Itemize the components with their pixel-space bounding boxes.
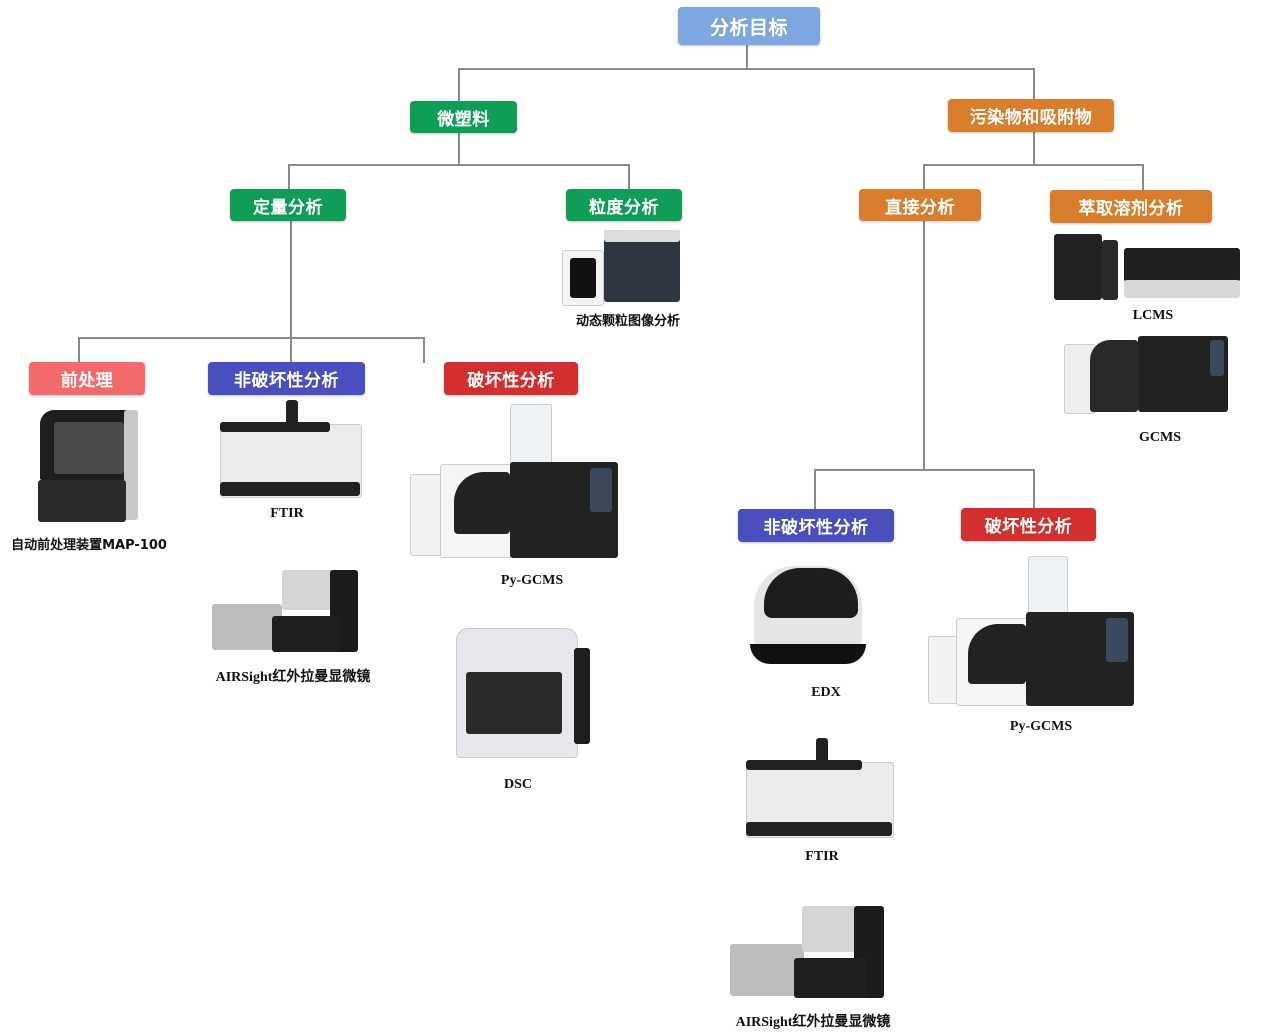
solvent-extraction-node: 萃取溶剂分析 [1050,190,1212,223]
direct-analysis-label: 直接分析 [885,197,955,218]
map100-caption: 自动前处理装置MAP-100 [11,538,167,553]
connector [458,68,1035,70]
connector [746,44,748,69]
particle-size-node: 粒度分析 [566,189,682,221]
pretreatment-node: 前处理 [29,362,145,395]
connector [923,164,1144,166]
quantitative-label: 定量分析 [253,197,323,218]
destructive-label-left: 破坏性分析 [467,371,555,391]
microplastics-node: 微塑料 [410,101,517,133]
connector [458,68,460,102]
root-node: 分析目标 [678,7,820,45]
connector [1033,469,1035,509]
solvent-extraction-label: 萃取溶剂分析 [1078,199,1184,219]
destructive-node-left: 破坏性分析 [444,362,578,395]
nondestructive-label-left: 非破坏性分析 [234,371,339,391]
connector [288,164,290,190]
destructive-node-right: 破坏性分析 [961,508,1096,541]
edx-caption: EDX [811,685,841,700]
airsight-caption-left: AIRSight红外拉曼显微镜 [215,670,371,685]
lcms-caption: LCMS [1132,308,1174,323]
pollutants-label: 污染物和吸附物 [969,108,1093,128]
dsc-instrument-image [448,628,592,758]
connector [923,164,925,190]
py-gcms-caption-right: Py-GCMS [1009,719,1073,734]
py-gcms-caption-left: Py-GCMS [500,573,564,588]
gcms-caption: GCMS [1139,430,1181,445]
airsight-caption-right: AIRSight红外拉曼显微镜 [735,1015,891,1030]
direct-analysis-node: 直接分析 [859,189,981,221]
airsight-instrument-image-left [212,570,358,652]
destructive-label-right: 破坏性分析 [984,517,1073,537]
connector [1033,130,1035,165]
nondestructive-node-left: 非破坏性分析 [208,362,365,395]
gcms-instrument-image [1064,336,1228,414]
connector [290,220,292,338]
connector [923,220,925,470]
pollutants-node: 污染物和吸附物 [948,99,1114,132]
connector [814,469,1035,471]
lcms-instrument-image [1054,234,1240,300]
nondestructive-node-right: 非破坏性分析 [738,509,894,542]
connector [814,469,816,511]
particle-analyzer-instrument-image [552,228,680,306]
connector [1142,164,1144,192]
py-gcms-instrument-image-left [410,404,618,558]
pretreatment-label: 前处理 [60,371,114,391]
particle-analyzer-caption: 动态颗粒图像分析 [575,314,681,329]
connector [1033,68,1035,100]
quantitative-node: 定量分析 [230,189,346,221]
ftir-caption-right: FTIR [805,849,839,864]
edx-instrument-image [750,560,866,668]
ftir-caption-left: FTIR [270,506,304,521]
connector [78,337,425,339]
connector [458,132,460,165]
connector [288,164,630,166]
airsight-instrument-image-right [730,904,884,998]
connector [423,337,425,363]
root-label: 分析目标 [709,16,788,39]
connector [290,337,292,363]
connector [78,337,80,363]
dsc-caption: DSC [503,777,533,792]
connector [628,164,630,190]
py-gcms-instrument-image-right [928,556,1134,706]
nondestructive-label-right: 非破坏性分析 [763,518,869,538]
particle-size-label: 粒度分析 [589,197,659,218]
ftir-instrument-image-left [220,400,362,498]
ftir-instrument-image-right [746,738,894,838]
map100-instrument-image [36,410,138,524]
microplastics-label: 微塑料 [437,109,490,130]
